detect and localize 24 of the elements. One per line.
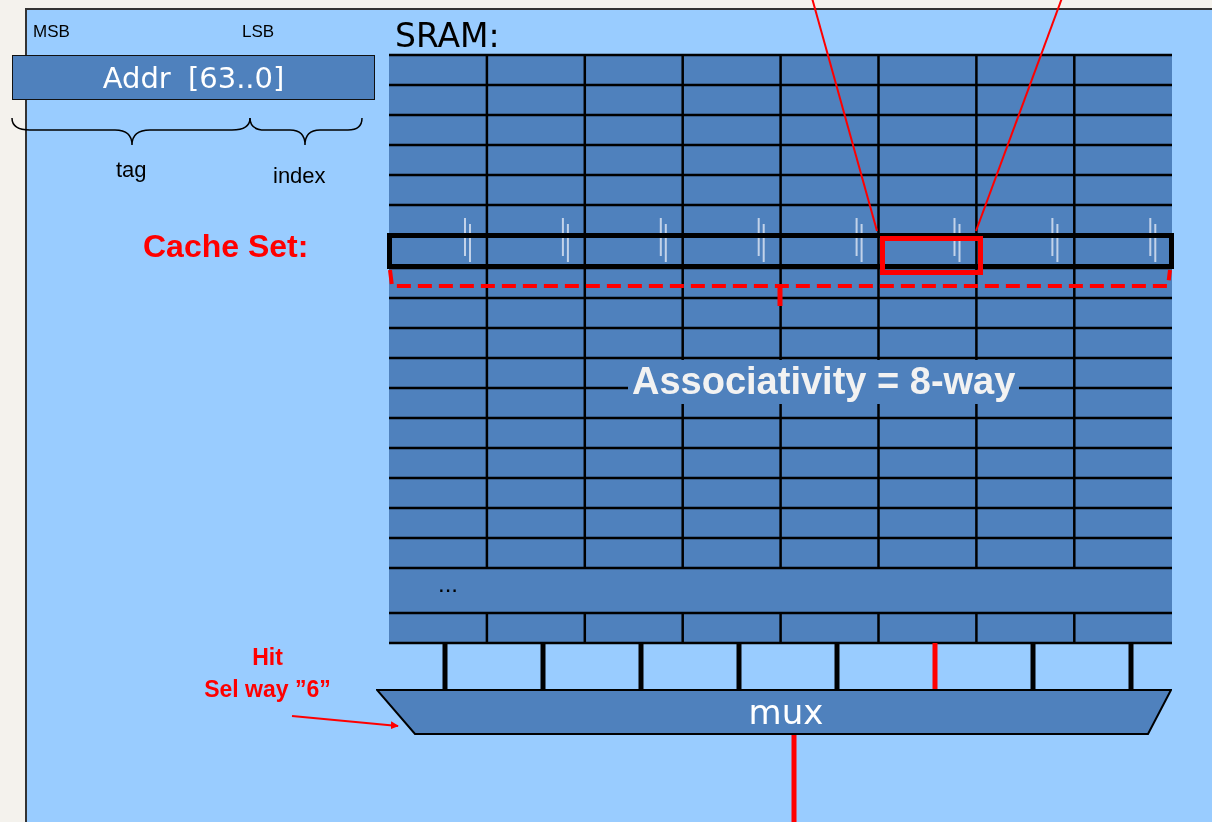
mux-trapezoid: mux — [376, 689, 1172, 735]
connector-line — [834, 643, 840, 689]
field-label: index — [273, 163, 326, 189]
signal-label: Hit Sel way ”6” — [180, 641, 355, 709]
connector-line — [736, 643, 742, 689]
arrow — [291, 715, 399, 730]
highlight-box — [880, 236, 983, 275]
connector-line — [638, 643, 644, 689]
field-label: LSB — [242, 22, 275, 42]
connector-line — [1030, 643, 1036, 689]
connector-line — [1128, 643, 1134, 689]
connector-line — [975, 0, 1063, 232]
connector-line — [932, 643, 938, 689]
ellipsis-text: ... — [438, 570, 458, 598]
connector-line — [442, 643, 448, 689]
connector-line — [791, 735, 797, 822]
connector-line — [811, 0, 878, 232]
connector-line — [540, 643, 546, 689]
row-label: Cache Set: — [143, 228, 309, 265]
heading: SRAM: — [395, 18, 500, 54]
address-field: Addr [63..0] — [12, 55, 375, 100]
field-label: MSB — [33, 22, 70, 42]
field-label: tag — [116, 157, 147, 183]
annotation-text: Associativity = 8-way — [628, 360, 1020, 404]
